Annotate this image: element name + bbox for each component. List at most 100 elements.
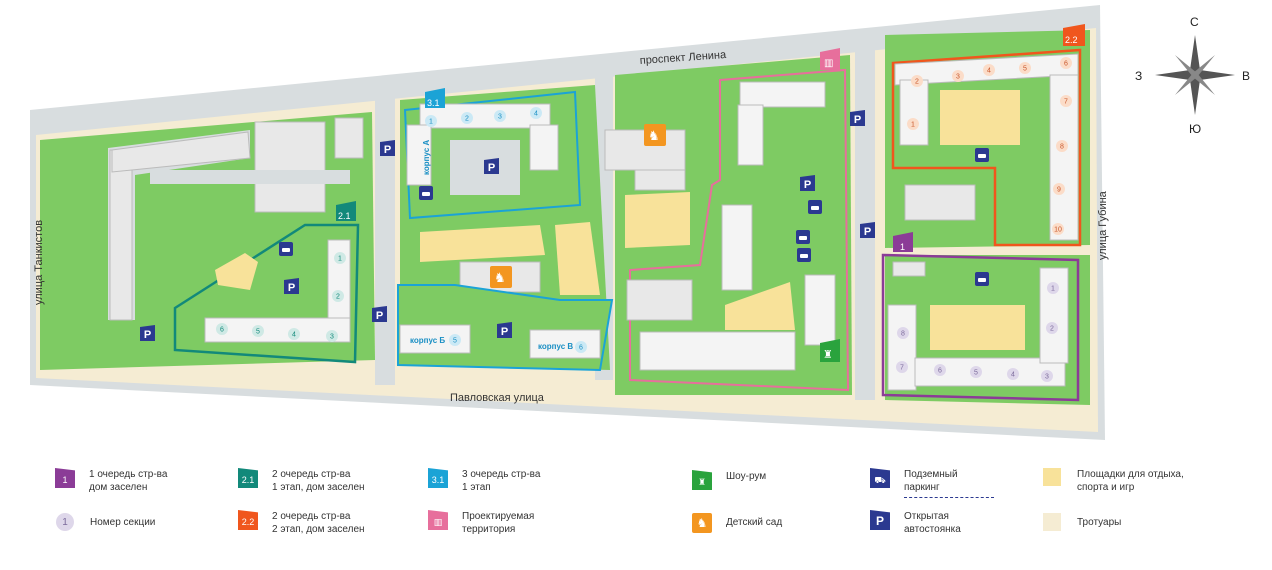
building-west-4 [334,117,364,159]
legend-open-parking: P Открытая автостоянка [870,510,961,536]
flag-q31: 3.1 [425,88,445,108]
legend-q21: 2.1 2 очередь стр-ва 1 этап, дом заселен [238,468,365,494]
legend-underground-text: Подземный паркинг [904,468,994,498]
flag-q22: 2.2 [1063,24,1085,46]
section-marker [896,361,908,373]
legend-q1: 1 1 очередь стр-ва дом заселен [55,468,167,494]
legend-open-parking-text: Открытая автостоянка [904,511,961,535]
legend-q21-text: 2 очередь стр-ва 1 этап, дом заселен [272,469,365,493]
kindergarten-icon: ♞ [644,124,666,146]
kindergarten-legend-icon: ♞ [692,513,712,533]
open-parking-marker [800,175,815,191]
playground-central [625,192,690,248]
legend-playground-text: Площадки для отдыха, спорта и игр [1077,469,1184,493]
section-marker [494,110,506,122]
building-q1-left [887,304,917,391]
section-marker [970,366,982,378]
showroom-icon: ♜ [820,339,840,362]
site-plan-map: проспект Ленина Павловская улица улица Т… [30,5,1250,440]
open-parking-marker [372,306,387,322]
open-parking-letter: P [501,326,508,338]
playground-q22 [940,90,1020,145]
section-marker [1060,57,1072,69]
legend-kindergarten-text: Детский сад [726,517,783,528]
car-icon [282,248,290,252]
street-south-label: Павловская улица [450,392,545,404]
section-marker [252,325,264,337]
section-number: 7 [900,365,904,372]
legend-q22-text: 2 очередь стр-ва 2 этап, дом заселен [272,511,365,535]
svg-text:♞: ♞ [494,271,506,286]
map-legend: 1 1 очередь стр-ва дом заселен 2.1 2 оче… [0,450,1272,570]
open-parking-marker [140,325,155,341]
section-marker [216,323,228,335]
section-marker [1056,140,1068,152]
legend-sidewalk: Тротуары [1043,513,1121,535]
legend-q1-text: 1 очередь стр-ва дом заселен [89,469,168,493]
section-marker [449,334,461,346]
building-projected-3 [721,204,753,291]
playground-swatch [1043,468,1061,486]
section-marker [334,252,346,264]
kindergarten-icon: ♞ [490,266,512,288]
section-number: 1 [911,122,915,129]
open-parking-letter: P [144,329,151,341]
section-number: 5 [256,329,260,336]
playground-mid-2 [555,222,600,295]
section-number: 1 [1051,286,1055,293]
section-number: 4 [534,111,538,118]
showroom-legend-icon: ♜ [692,470,712,490]
section-number: 4 [1011,372,1015,379]
building-east-mid [904,184,976,221]
road-mid-1 [375,95,395,385]
legend-section: 1 Номер секции [56,513,155,535]
section-number: 2 [336,294,340,301]
korpus-b-label: корпус Б [410,336,445,345]
section-number: 2 [915,79,919,86]
legend-projected: ▥ Проектируемая территория [428,510,534,536]
svg-text:В: В [1242,69,1250,83]
open-parking-letter: P [288,282,295,294]
building-q21-row [204,317,351,343]
legend-q31: 3.1 3 очередь стр-ва 1 этап [428,468,540,494]
section-number: 5 [453,338,457,345]
building-west-2 [111,131,251,173]
section-marker [1060,95,1072,107]
svg-text:2.1: 2.1 [338,211,351,221]
building-central [634,169,686,191]
section-number: 5 [1023,66,1027,73]
section-number: 4 [292,332,296,339]
building-q22-left [899,79,929,146]
section-marker [911,75,923,87]
open-parking-letter: P [854,114,861,126]
section-number: 7 [1064,99,1068,106]
underground-parking-icon: ⛟ [870,468,890,488]
projected-territory-icon: ▥ [820,48,840,70]
open-parking-letter: P [804,179,811,191]
section-marker [897,327,909,339]
section-marker [1046,322,1058,334]
section-number: 8 [901,331,905,338]
zone-q1 [881,253,1080,402]
section-number: 2 [465,116,469,123]
section-marker [530,107,542,119]
section-marker [1019,62,1031,74]
svg-text:▥: ▥ [824,58,833,69]
section-marker [575,341,587,353]
building-q1-small [892,261,926,277]
section-marker [952,70,964,82]
section-marker [1053,183,1065,195]
section-marker [1052,223,1064,235]
section-number: 3 [498,114,502,121]
section-number: 10 [1054,227,1062,234]
car-icon [800,254,808,258]
flag-q21-icon: 2.1 [238,468,258,488]
zone-q22 [891,48,1082,247]
open-parking-marker [860,222,875,238]
building-west-3 [254,121,326,213]
playground-q1 [930,305,1025,350]
parking-legend-icon: P [870,510,890,530]
road-mid-3 [855,40,875,400]
section-number: 1 [429,119,433,126]
svg-text:С: С [1190,15,1199,29]
